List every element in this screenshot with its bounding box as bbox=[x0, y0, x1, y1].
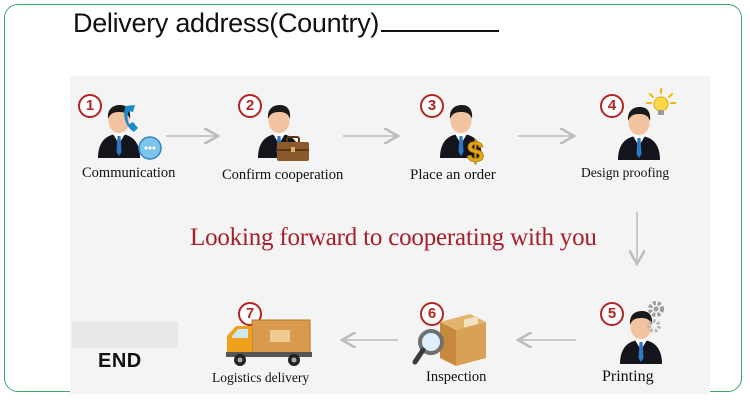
briefcase-icon bbox=[277, 136, 309, 161]
title-text: Delivery address(Country) bbox=[73, 8, 380, 38]
end-label: END bbox=[98, 350, 142, 372]
slogan: Looking forward to cooperating with you bbox=[190, 224, 597, 251]
svg-text:$: $ bbox=[467, 136, 484, 169]
step-label: Logistics delivery bbox=[212, 370, 310, 385]
step-label: Place an order bbox=[410, 167, 496, 183]
phone-icon bbox=[124, 105, 162, 160]
step-number: 5 bbox=[600, 302, 624, 326]
step-label: Communication bbox=[82, 165, 176, 181]
step-label: Inspection bbox=[426, 369, 487, 385]
delivery-truck-icon bbox=[226, 319, 312, 366]
dollar-icon: $ bbox=[467, 136, 485, 170]
step-label: Design proofing bbox=[581, 165, 670, 180]
step-number: 6 bbox=[420, 302, 444, 326]
address-blank-line bbox=[381, 8, 500, 32]
step-number: 4 bbox=[600, 94, 624, 118]
end-placeholder-box bbox=[72, 322, 178, 348]
step-number: 1 bbox=[78, 94, 102, 118]
page-title: Delivery address(Country) bbox=[73, 8, 500, 39]
step-label: Confirm cooperation bbox=[222, 167, 344, 183]
step-number: 2 bbox=[238, 94, 262, 118]
lightbulb-icon bbox=[646, 88, 676, 115]
box-magnifier-icon bbox=[412, 314, 486, 366]
step-label: Printing bbox=[602, 368, 654, 385]
gears-icon bbox=[647, 301, 664, 333]
step-number: 3 bbox=[420, 94, 444, 118]
